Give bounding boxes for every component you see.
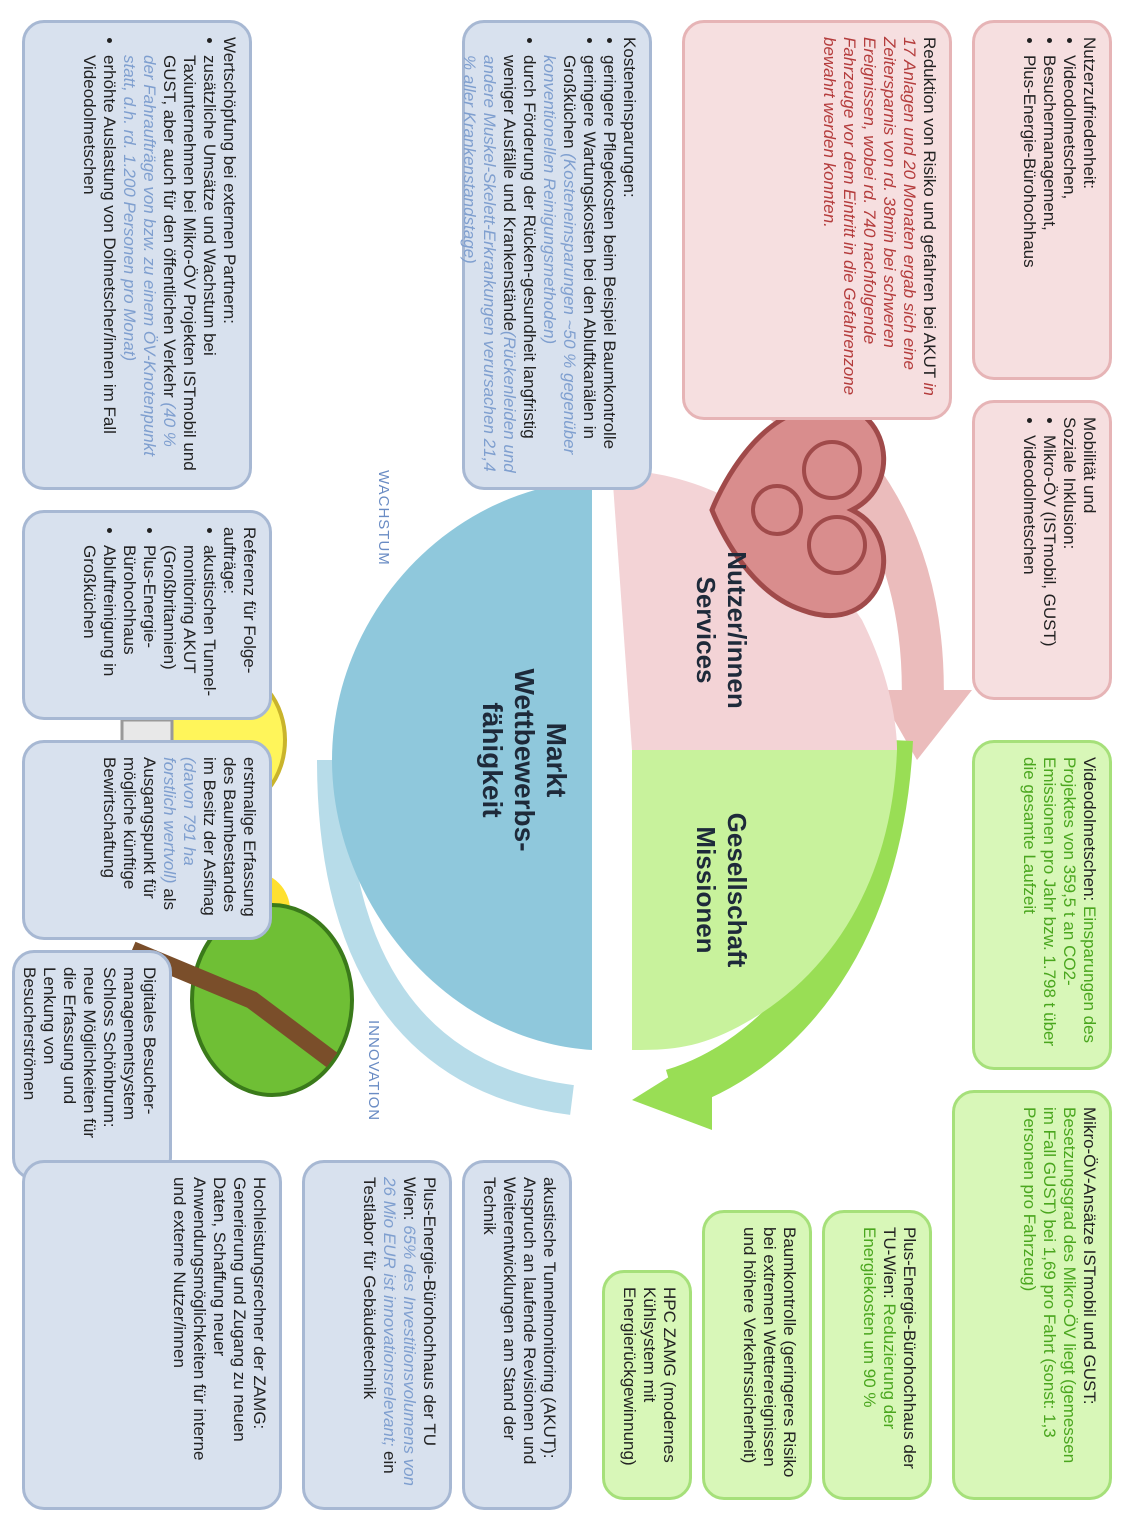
digital-text: Digitales Besucher-managementsystem Schl… [19,967,159,1139]
trunk-icon [128,941,338,1068]
pink-arrow-head [877,690,972,760]
kosten-title: Kosteneinsparungen: [620,37,639,198]
baumbestand-text-highlight: (davon 791 ha forstlich wertvoll) [159,757,199,884]
risk-text: Reduktion von Risiko und gefahren bei AK… [920,37,939,378]
plus-energie-green-box: Plus-Energie-Bürohochhaus der TU-Wien: R… [822,1210,932,1500]
hpc-box: HPC ZAMG (modernes Kühlsystem mit Energi… [602,1270,692,1500]
plus-energie-blue-box: Plus-Energie-Bürohochhaus der TU Wien: 6… [302,1160,452,1510]
title-faehigkeit: fähigkeit [477,702,508,818]
list-item: durch Förderung der Rücken-gesundheit la… [459,55,539,473]
title-gesellschaft: Gesellschaft [722,812,752,968]
kosten-list: geringere Pflegekosten beim Beispiel Bau… [459,37,619,473]
baum-box: Baumkontrolle (geringeres Risiko bei ext… [702,1210,812,1500]
risk-box: Reduktion von Risiko und gefahren bei AK… [682,20,952,420]
video-text: Videodolmetschen: [1080,757,1099,907]
innovation-label: INNOVATION [365,1020,382,1122]
markt-label: Markt Wettbewerbs- fähigkeit [476,630,572,890]
blue-arc-arrow [317,759,574,1115]
title-missionen: Missionen [691,826,721,954]
face-icon [802,440,862,500]
akut-box: akustische Tunnelmonitoring (AKUT): Ansp… [462,1160,572,1510]
title-services: Services [691,576,721,684]
nutzer-services-label: Nutzer/innen Services [690,520,752,740]
wert-title: Wertschöpfung bei externen Partnern: [220,37,239,324]
mikro-box: Mikro-ÖV-Ansätze ISTmobil und GUST: Bese… [952,1090,1112,1500]
list-item: Besuchermanagement, [1039,55,1059,363]
title-markt: Markt [541,722,572,798]
title-nutzer: Nutzer/innen [722,551,752,709]
ref-list: akustischen Tunnel-monitoring AKUT (Groß… [79,527,219,703]
wachstum-label: WACHSTUM [375,470,392,566]
digital-box: Digitales Besucher-managementsystem Schl… [12,950,172,1180]
list-item: Videodolmetschen, [1059,55,1079,363]
blue-sector [332,480,592,1050]
inclusion-list: Mikro-ÖV (ISTmobil, GUST) Videodolmetsch… [1019,417,1059,683]
kosten-box: Kosteneinsparungen: geringere Pflegekost… [459,20,652,490]
inclusion-title-2: Soziale Inklusion: [1059,417,1079,550]
hpc-text: HPC ZAMG (modernes Kühlsystem mit Energi… [619,1287,679,1466]
baum-text: Baumkontrolle (geringeres Risiko bei ext… [739,1227,799,1478]
list-item: erhöhte Auslastung von Dolmetscher/innen… [79,55,119,473]
video-box: Videodolmetschen: Einsparungen des Proje… [972,740,1112,1070]
list-item: akustischen Tunnel-monitoring AKUT (Groß… [159,545,219,703]
face-icon [807,515,867,575]
hoch-box: Hochleistungsrechner der ZAMG: Generieru… [22,1160,282,1510]
list-item: Mikro-ÖV (ISTmobil, GUST) [1039,435,1059,683]
akut-text: akustische Tunnelmonitoring (AKUT): Ansp… [479,1177,559,1465]
title-wettbewerbs: Wettbewerbs- [509,668,540,852]
gesellschaft-missionen-label: Gesellschaft Missionen [690,780,752,1000]
wert-box: Wertschöpfung bei externen Partnern: zus… [22,20,252,490]
wert-list: zusätzliche Umsätze und Wachstum bei Tax… [79,37,219,473]
inclusion-box: Mobilität und Soziale Inklusion: Mikro-Ö… [972,400,1112,700]
satisfaction-list: Videodolmetschen, Besuchermanagement, Pl… [1019,37,1079,363]
baumbestand-text: erstmalige Erfassung des Baumbestandes i… [199,757,259,917]
list-item: Abluftreinigung in Großküchen [79,545,119,703]
list-item: geringere Pflegekosten beim Beispiel Bau… [599,55,619,473]
ref-box: Referenz für Folge-aufträge: akustischen… [22,510,272,720]
baumbestand-box: erstmalige Erfassung des Baumbestandes i… [22,740,272,940]
list-item: Plus-Energie-Bürohochhaus [1019,55,1039,363]
hoch-text: Hochleistungsrechner der ZAMG: Generieru… [169,1177,269,1461]
mikro-text-highlight: Besetzungsgrad des Mikro-ÖV liegt (gemes… [1019,1107,1079,1464]
list-item: geringere Wartungskosten bei den Abluftk… [539,55,599,473]
face-icon [751,484,803,536]
inclusion-title-1: Mobilität und [1080,417,1099,514]
green-arrow-head [632,1050,712,1130]
list-item: zusätzliche Umsätze und Wachstum bei Tax… [119,55,219,473]
mikro-text: Mikro-ÖV-Ansätze ISTmobil und GUST: [1080,1107,1099,1405]
pink-sector [612,470,897,750]
list-item: Videodolmetschen [1019,435,1039,683]
list-item: Plus-Energie-Bürohochhaus [119,545,159,703]
green-sector [632,750,897,1050]
ref-title: Referenz für Folge-aufträge: [219,527,259,674]
satisfaction-title: Nutzerzufriedenheit: [1080,37,1099,190]
satisfaction-box: Nutzerzufriedenheit: Videodolmetschen, B… [972,20,1112,380]
